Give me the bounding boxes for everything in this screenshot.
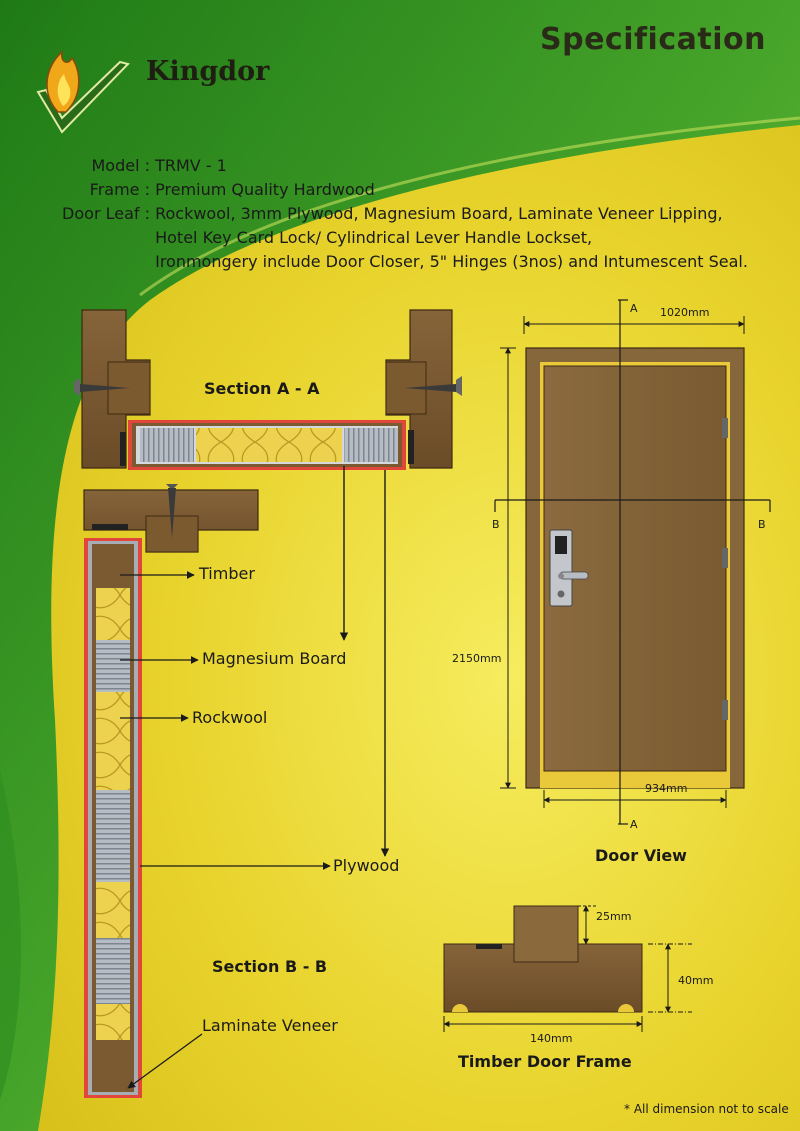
spec-model-key: Model : [91, 156, 150, 175]
dim-leaf-width: 934mm [645, 782, 688, 795]
spec-leaf-row-2: Hotel Key Card Lock/ Cylindrical Lever H… [54, 226, 748, 250]
spec-leaf-line-3: Ironmongery include Door Closer, 5" Hing… [155, 252, 748, 271]
label-rockwool: Rockwool [192, 708, 268, 727]
spec-frame-key: Frame : [89, 180, 150, 199]
section-aa-title: Section A - A [204, 379, 320, 398]
timber-frame-drawing [443, 905, 643, 1013]
brand-name: Kingdor [146, 56, 270, 87]
section-bb-title: Section B - B [212, 957, 328, 976]
door-view-title: Door View [595, 846, 687, 865]
section-aa-drawing [74, 309, 462, 470]
spec-leaf-line-1: Rockwool, 3mm Plywood, Magnesium Board, … [155, 204, 723, 223]
dim-door-width: 1020mm [660, 306, 710, 319]
timber-frame-title: Timber Door Frame [458, 1052, 632, 1071]
dim-frame-rebate: 25mm [596, 910, 632, 923]
marker-b-right: B [758, 518, 766, 531]
label-timber: Timber [199, 564, 255, 583]
spec-frame-value: Premium Quality Hardwood [155, 180, 375, 199]
label-plywood: Plywood [333, 856, 400, 875]
scale-note: * All dimension not to scale [624, 1102, 789, 1116]
marker-b-left: B [492, 518, 500, 531]
label-magnesium-board: Magnesium Board [202, 649, 347, 668]
spec-leaf-key: Door Leaf : [62, 204, 150, 223]
door-view-drawing [525, 347, 745, 789]
flame-check-logo-icon [36, 49, 130, 134]
spec-leaf-line-2: Hotel Key Card Lock/ Cylindrical Lever H… [155, 228, 593, 247]
dim-frame-depth: 40mm [678, 974, 714, 987]
marker-a-top: A [630, 302, 638, 315]
dim-door-height: 2150mm [452, 652, 502, 665]
spec-leaf: Door Leaf : Rockwool, 3mm Plywood, Magne… [54, 202, 748, 226]
spec-frame: Frame : Premium Quality Hardwood [54, 178, 748, 202]
dim-frame-width: 140mm [530, 1032, 573, 1045]
label-laminate-veneer: Laminate Veneer [202, 1016, 338, 1035]
spec-model: Model : TRMV - 1 [54, 154, 748, 178]
spec-list: Model : TRMV - 1 Frame : Premium Quality… [54, 154, 748, 274]
spec-model-value: TRMV - 1 [155, 156, 227, 175]
spec-leaf-row-3: Ironmongery include Door Closer, 5" Hing… [54, 250, 748, 274]
section-bb-drawing [83, 484, 259, 1098]
marker-a-bottom: A [630, 818, 638, 831]
page-title: Specification [540, 22, 766, 57]
